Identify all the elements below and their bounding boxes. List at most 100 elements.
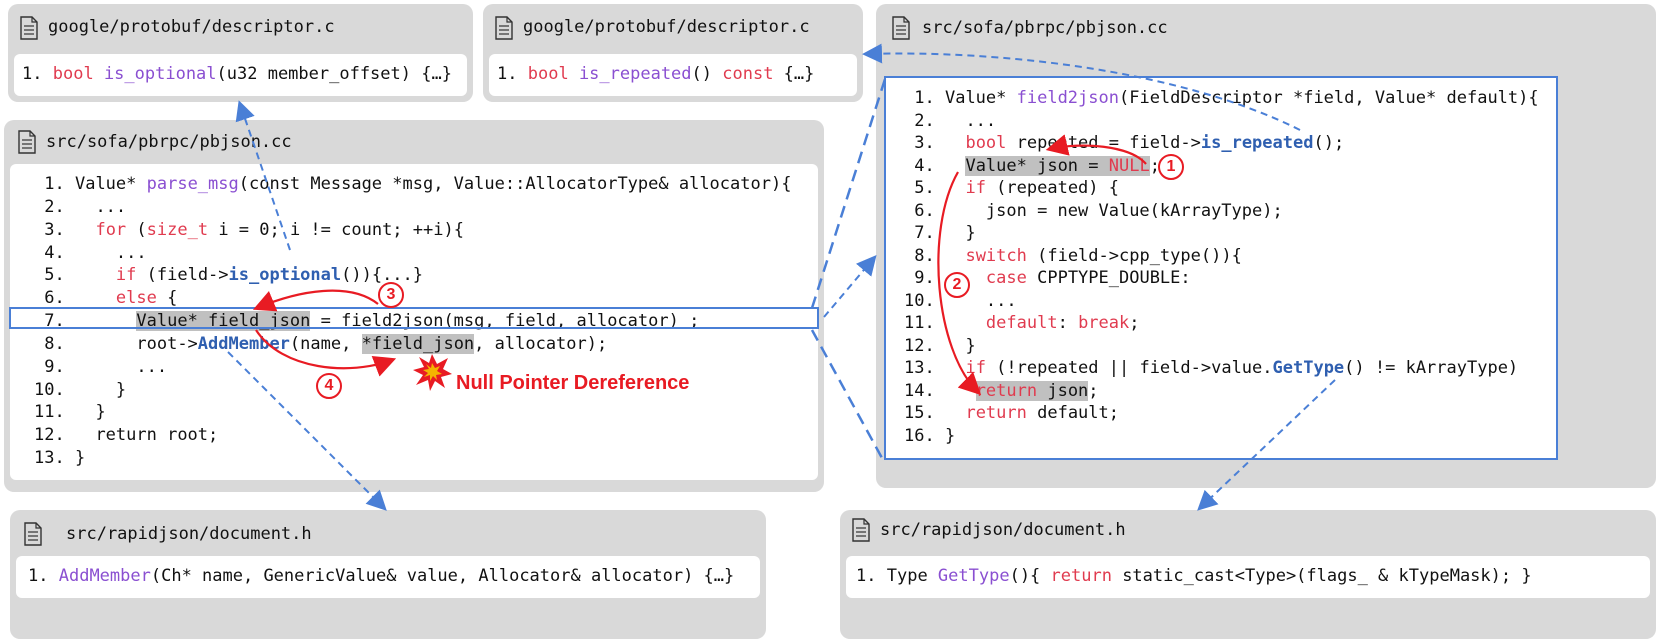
code-text: }	[944, 426, 956, 446]
line-number: 2.	[34, 197, 65, 217]
keyword: bool	[965, 133, 1007, 153]
line-number: 1.	[856, 566, 877, 586]
code-text	[945, 246, 965, 266]
keyword: default	[985, 313, 1058, 333]
code-text: root->	[74, 334, 198, 354]
code-text	[945, 381, 976, 401]
code-line: 1. bool is_optional(u32 member_offset) {…	[22, 64, 452, 84]
function-name: AddMember	[58, 566, 151, 586]
file-path-title: src/sofa/pbrpc/pbjson.cc	[922, 18, 1168, 38]
code-line-5: 5. if (repeated) {	[904, 178, 1119, 198]
code-text: json = new Value(kArrayType);	[944, 201, 1283, 221]
code-text: ...	[74, 243, 147, 263]
line-number: 4.	[34, 243, 65, 263]
code-text: ...	[944, 111, 997, 131]
line-number: 1.	[28, 566, 49, 586]
bug-label: Null Pointer Dereference	[456, 372, 690, 394]
code-text: }	[74, 402, 106, 422]
code-text	[945, 178, 965, 198]
keyword: bool	[527, 64, 569, 84]
line-number: 3.	[904, 133, 935, 153]
keyword: for	[95, 220, 127, 240]
file-panel-pbjson-parse-msg: src/sofa/pbrpc/pbjson.cc 1. Value* parse…	[4, 120, 824, 492]
keyword: if	[965, 178, 986, 198]
file-path-title: src/rapidjson/document.h	[880, 520, 1126, 540]
code-text: json	[1037, 381, 1089, 401]
code-text: }	[944, 223, 976, 243]
line-7-highlight-box	[9, 307, 819, 329]
keyword: NULL	[1108, 156, 1150, 176]
highlighted-code: Value* json = NULL	[965, 156, 1150, 176]
code-line-15: 15. return default;	[904, 403, 1119, 423]
function-name: field2json	[1016, 88, 1119, 108]
code-text: ...	[74, 357, 168, 377]
code-line-4: 4. ...	[34, 243, 147, 263]
code-text	[945, 313, 986, 333]
code-text	[75, 265, 116, 285]
code-text: repeated = field->	[1006, 133, 1201, 153]
code-text: ...	[944, 291, 1017, 311]
code-line-11: 11. }	[34, 402, 106, 422]
keyword: const	[722, 64, 774, 84]
line-number: 7.	[34, 311, 65, 331]
code-text: (u32 member_offset) {…}	[216, 64, 452, 84]
highlighted-code: *field_json	[361, 334, 475, 354]
line-number: 8.	[904, 246, 935, 266]
line-number: 1.	[34, 174, 65, 194]
code-text: Type	[886, 566, 938, 586]
line-number: 5.	[34, 265, 65, 285]
code-text: }	[74, 380, 127, 400]
code-line-1: 1. Value* field2json(FieldDescriptor *fi…	[904, 88, 1538, 108]
code-text	[945, 133, 965, 153]
file-panel-descriptor-repeated: google/protobuf/descriptor.c 1. bool is_…	[483, 4, 863, 102]
keyword: size_t	[146, 220, 209, 240]
keyword: else	[115, 288, 157, 308]
line-number: 2.	[904, 111, 935, 131]
function-name: parse_msg	[146, 174, 239, 194]
line-number: 13.	[904, 358, 935, 378]
code-snippet: 1. Type GetType(){ return static_cast<Ty…	[846, 556, 1650, 598]
code-text: (field->	[136, 265, 229, 285]
code-text: ()	[691, 64, 723, 84]
code-text: Value*	[944, 88, 1017, 108]
code-line-3: 3. bool repeated = field->is_repeated();	[904, 133, 1344, 153]
line-number: 4.	[904, 156, 935, 176]
code-line: 1. bool is_repeated() const {…}	[497, 64, 814, 84]
code-text: ;	[1129, 313, 1140, 333]
file-panel-rapidjson-gettype: src/rapidjson/document.h 1. Type GetType…	[840, 510, 1656, 639]
step-marker-1: 1	[1158, 154, 1184, 180]
line-number: 7.	[904, 223, 935, 243]
code-line-12: 12. return root;	[34, 425, 218, 445]
code-text: ;	[1149, 156, 1160, 176]
line-number: 10.	[34, 380, 65, 400]
file-icon	[20, 16, 38, 40]
code-line-3: 3. for (size_t i = 0; i != count; ++i){	[34, 220, 464, 240]
code-text	[945, 403, 965, 423]
code-text: (field->cpp_type()){	[1026, 246, 1242, 266]
code-text: (){	[1009, 566, 1051, 586]
code-line-6: 6. else {	[34, 288, 177, 308]
code-text: CPPTYPE_DOUBLE:	[1026, 268, 1191, 288]
file-panel-descriptor-optional: google/protobuf/descriptor.c 1. bool is_…	[8, 4, 473, 102]
code-text: (name,	[289, 334, 362, 354]
function-name: is_optional	[103, 64, 217, 84]
code-text: {…}	[773, 64, 815, 84]
line-number: 11.	[34, 402, 65, 422]
code-text: , allocator);	[474, 334, 608, 354]
line-number: 5.	[904, 178, 935, 198]
code-text: ;	[1088, 381, 1099, 401]
code-line-12: 12. }	[904, 336, 976, 356]
code-text	[945, 156, 965, 176]
keyword: return	[965, 403, 1027, 423]
code-line-1: 1. Value* parse_msg(const Message *msg, …	[34, 174, 791, 194]
code-line-9: 9. ...	[34, 357, 167, 377]
step-marker-4: 4	[316, 373, 342, 399]
keyword: bool	[52, 64, 94, 84]
code-text: :	[1057, 313, 1079, 333]
code-line-2: 2. ...	[904, 111, 996, 131]
line-number: 11.	[904, 313, 935, 333]
code-text	[75, 288, 116, 308]
step-marker-3: 3	[378, 282, 404, 308]
code-snippet: 1. bool is_optional(u32 member_offset) {…	[14, 54, 467, 96]
file-icon	[495, 16, 513, 40]
